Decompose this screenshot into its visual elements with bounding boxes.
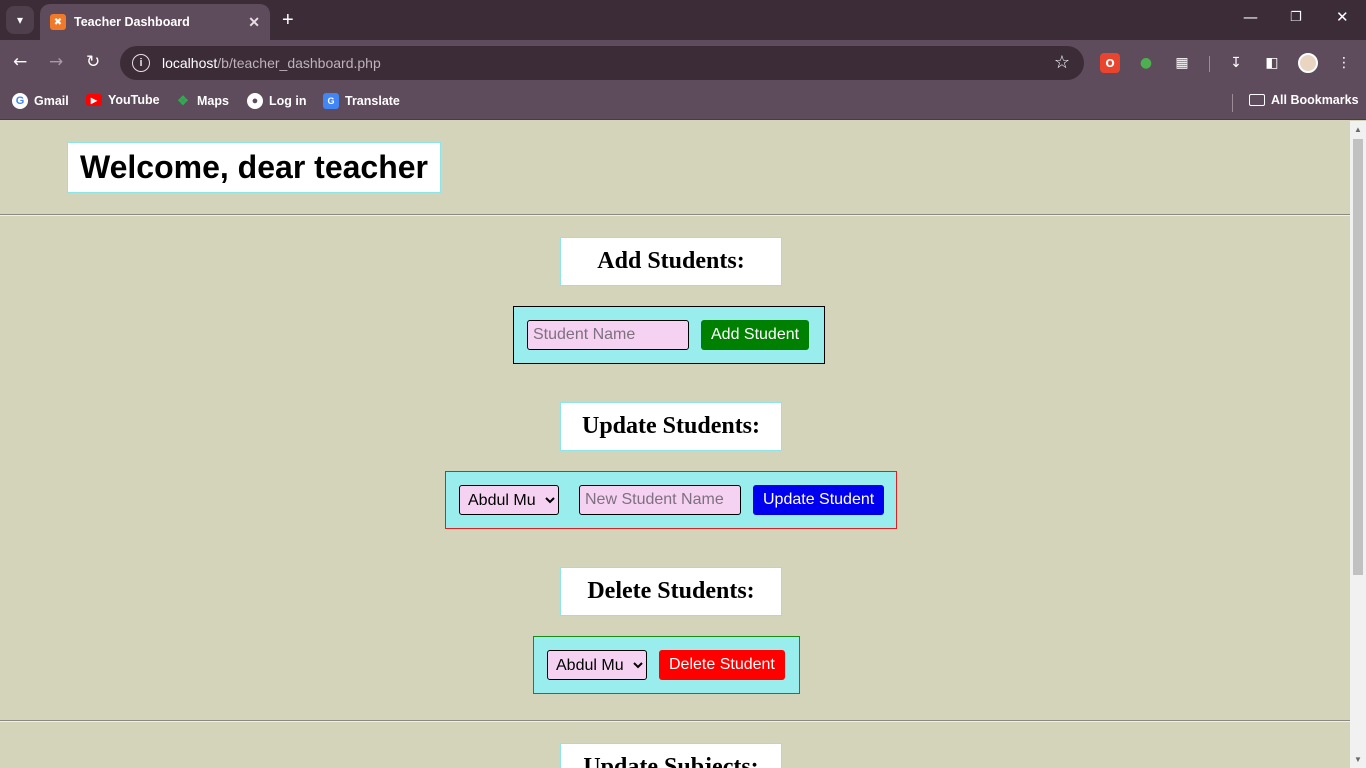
site-info-icon[interactable]: i (132, 54, 150, 72)
delete-student-button[interactable]: Delete Student (659, 650, 785, 680)
page-scrollbar[interactable]: ▲ ▼ (1350, 121, 1366, 768)
bookmark-translate[interactable]: G Translate (323, 93, 400, 109)
bookmark-maps[interactable]: ❖ Maps (175, 93, 229, 109)
all-bookmarks-label: All Bookmarks (1271, 93, 1359, 107)
maps-icon: ❖ (177, 93, 189, 108)
url-host: localhost (162, 55, 218, 71)
tab-strip: ▾ ✖ Teacher Dashboard ✕ + — ❐ ✕ (0, 0, 1366, 40)
bookmark-label: Gmail (34, 94, 69, 108)
delete-students-title: Delete Students: (560, 567, 782, 616)
student-name-input[interactable] (527, 320, 689, 350)
bookmark-label: Translate (345, 94, 400, 108)
browser-toolbar: ← → ↻ i localhost/b/teacher_dashboard.ph… (0, 40, 1366, 86)
delete-student-form: Abdul Mu Delete Student (533, 636, 800, 694)
xampp-icon: ✖ (50, 14, 66, 30)
all-bookmarks-button[interactable]: All Bookmarks (1249, 93, 1359, 107)
tab-title: Teacher Dashboard (74, 15, 190, 29)
update-student-form: Abdul Mu Update Student (445, 471, 897, 529)
extensions-puzzle-icon[interactable]: ▦ (1175, 55, 1189, 71)
scroll-down-icon[interactable]: ▼ (1354, 755, 1362, 764)
page-viewport: Welcome, dear teacher Add Students: Add … (0, 121, 1366, 768)
bookmark-login[interactable]: ● Log in (247, 93, 307, 109)
toolbar-divider (1209, 56, 1210, 72)
restore-icon[interactable]: ❐ (1290, 10, 1302, 25)
url-path: /b/teacher_dashboard.php (217, 55, 381, 71)
translate-icon: G (323, 93, 339, 109)
add-student-button[interactable]: Add Student (701, 320, 810, 350)
google-icon: G (12, 93, 28, 109)
update-student-select[interactable]: Abdul Mu (459, 485, 559, 515)
bookmarks-divider (1232, 94, 1233, 112)
profile-avatar[interactable] (1298, 53, 1318, 73)
divider (0, 720, 1350, 722)
welcome-heading: Welcome, dear teacher (67, 142, 441, 193)
add-student-form: Add Student (513, 306, 825, 364)
minimize-icon[interactable]: — (1243, 8, 1258, 26)
new-student-name-input[interactable] (579, 485, 741, 515)
download-icon[interactable]: ↧ (1230, 55, 1242, 71)
opera-extension-icon[interactable]: O (1100, 53, 1120, 73)
close-icon[interactable]: ✕ (248, 13, 260, 30)
scroll-up-icon[interactable]: ▲ (1354, 125, 1362, 134)
address-bar[interactable]: i localhost/b/teacher_dashboard.php ☆ (120, 46, 1084, 80)
add-students-title: Add Students: (560, 237, 782, 286)
window-close-icon[interactable]: ✕ (1336, 8, 1349, 26)
more-menu-icon[interactable]: ⋮ (1337, 55, 1351, 71)
update-student-button[interactable]: Update Student (753, 485, 885, 515)
chevron-down-icon: ▾ (16, 13, 24, 27)
folder-icon (1249, 94, 1265, 106)
tab-search-button[interactable]: ▾ (6, 6, 34, 34)
tab-active[interactable]: ✖ Teacher Dashboard ✕ (40, 4, 270, 40)
back-arrow-icon[interactable]: ← (13, 52, 28, 72)
scrollbar-thumb[interactable] (1353, 139, 1363, 575)
bookmark-gmail[interactable]: G Gmail (12, 93, 69, 109)
reload-icon[interactable]: ↻ (86, 52, 101, 72)
bookmarks-bar: G Gmail ▶ YouTube ❖ Maps ● Log in G Tran… (0, 86, 1366, 120)
divider (0, 214, 1350, 216)
forward-arrow-icon[interactable]: → (49, 52, 64, 72)
bookmark-label: Maps (197, 94, 229, 108)
update-subjects-title: Update Subjects: (560, 743, 782, 768)
side-panel-icon[interactable]: ◧ (1265, 55, 1279, 71)
bookmark-label: YouTube (108, 93, 160, 107)
globe-icon: ● (247, 93, 263, 109)
bookmark-youtube[interactable]: ▶ YouTube (86, 93, 160, 107)
youtube-icon: ▶ (86, 94, 102, 106)
bookmark-star-icon[interactable]: ☆ (1053, 52, 1070, 73)
new-tab-button[interactable]: + (282, 9, 294, 31)
extension-globe-icon[interactable]: ● (1139, 55, 1153, 71)
update-students-title: Update Students: (560, 402, 782, 451)
delete-student-select[interactable]: Abdul Mu (547, 650, 647, 680)
bookmark-label: Log in (269, 94, 307, 108)
